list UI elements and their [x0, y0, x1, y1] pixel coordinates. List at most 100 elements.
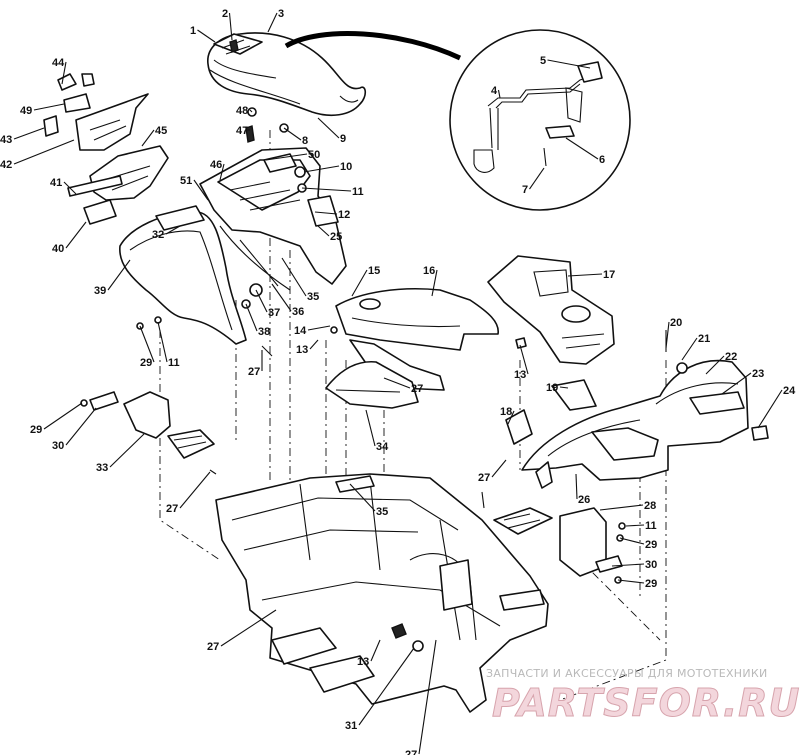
callout-37: 37	[268, 307, 280, 319]
callout-35: 35	[376, 506, 388, 518]
leader-35	[281, 257, 307, 297]
leader-33	[109, 433, 145, 468]
leader-11	[157, 321, 168, 363]
leader-51	[193, 179, 209, 201]
leader-27	[220, 609, 277, 647]
callout-26: 26	[578, 494, 590, 506]
callout-29: 29	[30, 424, 42, 436]
leader-18	[507, 410, 515, 425]
leader-11	[625, 524, 645, 527]
leader-20	[665, 321, 670, 349]
callout-8: 8	[302, 135, 308, 147]
callout-12: 12	[338, 209, 350, 221]
leader-29	[139, 325, 155, 363]
callout-48: 48	[236, 105, 248, 117]
callout-leaders	[13, 12, 783, 755]
callout-29: 29	[140, 357, 152, 369]
callout-6: 6	[599, 154, 605, 166]
callout-30: 30	[52, 440, 64, 452]
callout-3: 3	[278, 8, 284, 20]
callout-31: 31	[345, 720, 357, 732]
front-fender	[505, 330, 769, 489]
callout-29: 29	[645, 578, 657, 590]
leader-27	[491, 459, 507, 478]
leader-19	[559, 386, 569, 389]
callout-32: 32	[152, 229, 164, 241]
leader-22	[705, 355, 725, 375]
leader-42	[13, 139, 75, 165]
leader-46	[219, 163, 225, 181]
watermark-caption: ЗАПЧАСТИ И АКСЕССУАРЫ ДЛЯ МОТОТЕХНИКИ	[486, 667, 768, 680]
leader-27	[418, 639, 437, 755]
callout-11: 11	[168, 357, 180, 369]
callout-27: 27	[411, 383, 423, 395]
callout-16: 16	[423, 265, 435, 277]
leader-44	[61, 61, 67, 85]
leader-37	[255, 289, 268, 313]
callout-21: 21	[698, 333, 710, 345]
callout-46: 46	[210, 159, 222, 171]
callout-17: 17	[603, 269, 615, 281]
leader-16	[431, 269, 438, 297]
leader-3	[267, 12, 278, 33]
callout-39: 39	[94, 285, 106, 297]
callout-29: 29	[645, 539, 657, 551]
leader-13	[370, 639, 381, 662]
leader-24	[757, 389, 783, 429]
leader-39	[107, 259, 131, 291]
leader-29	[617, 579, 645, 584]
callout-33: 33	[96, 462, 108, 474]
callout-27: 27	[207, 641, 219, 653]
callout-9: 9	[340, 133, 346, 145]
leader-27	[179, 471, 211, 509]
callout-51: 51	[180, 175, 192, 187]
leader-29	[619, 537, 645, 545]
front-console	[330, 287, 527, 391]
main-frame	[215, 473, 549, 713]
callout-38: 38	[258, 326, 270, 338]
callout-14: 14	[294, 325, 307, 337]
leader-49	[33, 103, 65, 111]
rear-fender	[119, 147, 347, 345]
leader-31	[358, 647, 415, 726]
callout-27: 27	[405, 749, 417, 755]
callout-11: 11	[352, 186, 364, 198]
right-mudflap	[481, 491, 626, 584]
callout-18: 18	[500, 406, 512, 418]
callout-22: 22	[725, 351, 737, 363]
callout-27: 27	[248, 366, 260, 378]
leader-23	[721, 372, 752, 395]
leader-2	[228, 12, 233, 41]
callout-13: 13	[357, 656, 369, 668]
callout-47: 47	[236, 125, 248, 137]
callout-50: 50	[308, 149, 320, 161]
callout-2: 2	[222, 8, 228, 20]
leader-29	[43, 402, 83, 430]
callout-11: 11	[645, 520, 657, 532]
callout-10: 10	[340, 161, 352, 173]
callout-49: 49	[20, 105, 32, 117]
callout-45: 45	[155, 125, 167, 137]
callout-5: 5	[540, 55, 546, 67]
leader-30	[65, 407, 97, 446]
callout-27: 27	[166, 503, 178, 515]
leader-26	[575, 473, 578, 500]
leader-43	[13, 127, 45, 140]
leader-9	[317, 117, 340, 139]
callout-41: 41	[50, 177, 62, 189]
front-panel	[325, 361, 419, 409]
callout-44: 44	[52, 57, 65, 69]
left-mudflap	[80, 316, 217, 475]
leader-48	[249, 109, 253, 113]
leader-8	[283, 127, 302, 141]
callout-42: 42	[0, 159, 12, 171]
leader-50	[265, 153, 308, 161]
leader-11	[301, 187, 352, 192]
leader-7	[529, 167, 545, 190]
callout-36: 36	[292, 306, 304, 318]
callout-35: 35	[307, 291, 319, 303]
leader-12	[314, 211, 338, 215]
leader-1	[197, 29, 216, 43]
headlight-pod	[487, 255, 615, 365]
